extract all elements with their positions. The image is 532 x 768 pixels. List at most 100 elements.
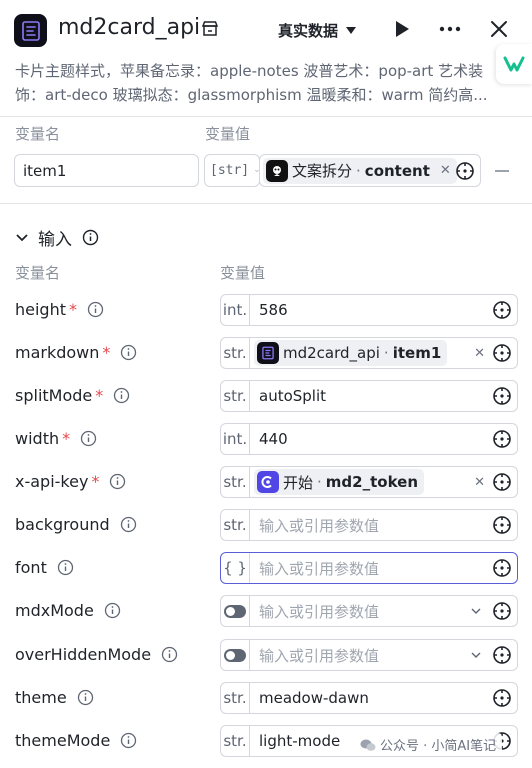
variable-value-ref[interactable]: 文案拆分 · content ✕ [259,154,481,187]
info-icon[interactable] [82,229,99,246]
ref-separator: · [383,344,389,362]
target-icon[interactable] [492,343,512,363]
ref-field: md2_token [325,473,419,491]
chevron-down-icon[interactable] [471,650,481,660]
info-icon[interactable] [120,344,137,361]
param-input[interactable]: 输入或引用参数值 [259,516,380,535]
target-icon[interactable] [492,300,512,320]
close-button[interactable] [487,17,511,41]
param-name: background [15,515,110,534]
type-tag: str. [221,726,250,756]
param-input[interactable]: 输入或引用参数值 [259,646,380,665]
info-icon[interactable] [104,602,121,619]
param-input[interactable]: meadow-dawn [259,689,369,707]
required-mark: * [91,472,100,491]
wechat-icon [360,739,376,751]
info-icon[interactable] [80,430,97,447]
chevron-down-icon[interactable] [471,606,481,616]
chevron-down-icon [16,233,28,241]
param-field[interactable]: str.输入或引用参数值 [220,509,518,541]
brand-logo-icon [503,56,525,72]
brand-badge [496,44,532,84]
info-icon[interactable] [120,516,137,533]
param-label: theme [15,688,94,707]
remove-ref-icon[interactable]: ✕ [474,474,485,490]
store-icon[interactable] [201,20,219,38]
param-label: x-api-key* [15,472,126,491]
info-icon[interactable] [109,473,126,490]
remove-ref-icon[interactable]: ✕ [474,345,485,361]
param-field[interactable]: str.开始·md2_token✕ [220,466,518,498]
info-icon[interactable] [87,301,104,318]
ref-field: item1 [392,344,442,362]
param-field[interactable]: 输入或引用参数值 [220,639,518,671]
param-field[interactable]: str.meadow-dawn [220,682,518,714]
run-button[interactable] [390,17,414,41]
param-value-header: 变量值 [220,264,266,282]
param-field[interactable]: int.440 [220,423,518,455]
required-mark: * [62,429,71,448]
param-input[interactable]: md2card_api·item1 ✕ [250,340,487,366]
param-input[interactable]: 开始·md2_token✕ [250,469,487,495]
info-icon[interactable] [77,689,94,706]
target-icon[interactable] [492,558,512,578]
param-input[interactable]: autoSplit [259,387,327,405]
target-icon[interactable] [492,472,512,492]
target-icon[interactable] [492,645,512,665]
variable-value-header: 变量值 [205,125,251,143]
data-source-label: 真实数据 [278,22,339,40]
param-field[interactable]: str. autoSplit [220,380,518,412]
target-icon[interactable] [492,601,512,621]
target-icon[interactable] [492,429,512,449]
type-toggle[interactable] [221,596,250,626]
ref-source: md2card_api [283,344,380,362]
more-button[interactable] [438,17,462,41]
info-icon[interactable] [57,559,74,576]
toggle-icon [224,648,246,662]
data-source-select[interactable]: 真实数据 [278,20,357,41]
variable-name-input[interactable]: item1 [14,154,199,187]
type-toggle[interactable] [221,640,250,670]
required-mark: * [69,300,77,319]
param-field[interactable]: 输入或引用参数值 [220,595,518,627]
target-icon[interactable] [492,688,512,708]
info-icon[interactable] [161,646,178,663]
divider [0,116,532,117]
param-field[interactable]: str.md2card_api·item1✕ [220,337,518,369]
target-icon[interactable] [492,386,512,406]
variable-name-value: item1 [23,161,67,180]
watermark-text: 公众号 · 小简AI笔记 [380,739,497,754]
remove-variable-button[interactable] [495,170,509,172]
param-row-height: height*int.586 [0,294,532,328]
param-input[interactable]: light-mode [259,732,341,750]
info-icon[interactable] [120,732,137,749]
param-field[interactable]: { }输入或引用参数值 [220,552,518,584]
param-input[interactable]: 440 [259,430,288,448]
ref-chip: md2card_api·item1 [254,340,448,366]
param-name: markdown [15,343,100,362]
type-tag: str. [221,381,250,411]
node-header: md2card_api 真实数据 [0,0,532,62]
node-title: md2card_api [58,15,201,40]
ref-source: 文案拆分 [292,162,353,180]
param-input[interactable]: 输入或引用参数值 [259,559,380,578]
param-input[interactable]: 586 [259,301,288,319]
param-label: overHiddenMode [15,645,178,664]
info-icon[interactable] [113,387,130,404]
param-name: width [15,429,60,448]
node-icon [257,471,279,493]
type-tag: str. [221,338,250,368]
watermark: 公众号 · 小简AI笔记 [354,733,503,756]
target-icon[interactable] [492,515,512,535]
section-title: 输入 [38,230,72,250]
param-field[interactable]: int.586 [220,294,518,326]
remove-ref-icon[interactable]: ✕ [439,163,451,178]
close-icon [491,21,507,37]
variable-type-select[interactable]: [str] [204,154,260,187]
ref-separator: · [356,161,361,180]
param-row-x-api-key: x-api-key*str.开始·md2_token✕ [0,466,532,500]
param-input[interactable]: 输入或引用参数值 [259,602,380,621]
target-icon[interactable] [455,161,475,181]
input-section-toggle[interactable]: 输入 [16,225,99,250]
